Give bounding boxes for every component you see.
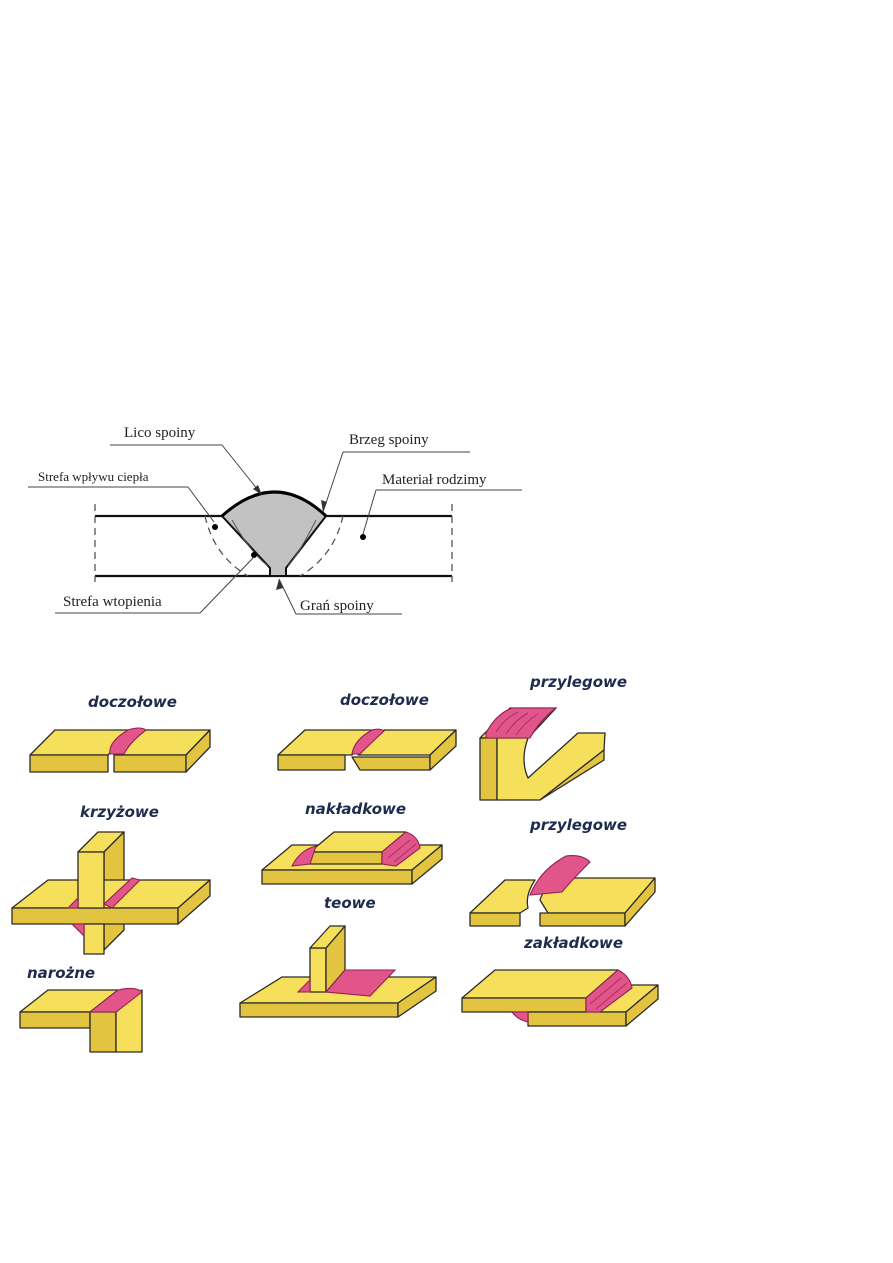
left-plate-front [469, 912, 521, 927]
horizontal-plate-front [11, 907, 179, 925]
weld-cross-section: Lico spoiny Brzeg spoiny Strefa wpływu c… [28, 425, 522, 615]
joint-label: doczołowe [88, 693, 177, 711]
haz-right-curve [299, 515, 344, 577]
plate-right-end [185, 729, 211, 773]
weld-bead-left [291, 845, 317, 867]
weld-bead [324, 969, 397, 997]
joint-zakladkowe: zakładkowe [461, 934, 659, 1027]
joint-przylegowe-1: przylegowe [479, 673, 627, 801]
vertical-plate-front [77, 851, 105, 909]
plate-right-side [113, 754, 187, 773]
weld-ripples [495, 711, 539, 736]
weld-bead [585, 969, 633, 1013]
weld-bead-back [296, 978, 311, 993]
overlay-plate-front [309, 851, 383, 865]
vertical-plate-front [479, 737, 498, 801]
material-dot [360, 534, 366, 540]
joint-label: narożne [27, 964, 95, 982]
haz-dot [212, 524, 218, 530]
right-plate-end [624, 877, 656, 927]
weld-bead-right [381, 831, 421, 867]
plate-left-side [277, 754, 346, 771]
weld-bead-front [103, 877, 142, 909]
weld-face [220, 490, 328, 518]
leader-lico [221, 444, 263, 496]
right-plate-front [539, 912, 626, 927]
bottom-plate-end [625, 984, 659, 1027]
fusion-dot [251, 552, 257, 558]
joint-label: przylegowe [529, 816, 627, 834]
joint-label: zakładkowe [523, 934, 623, 952]
label-strefa-wplywu: Strefa wpływu ciepła [38, 469, 149, 484]
joint-label: doczołowe [340, 691, 429, 709]
leader-gran [278, 578, 297, 615]
base-plate-end [397, 976, 437, 1018]
vertical-plate-front [89, 1011, 117, 1053]
weld-bead [351, 728, 385, 755]
joint-nakladkowe: nakładkowe [261, 800, 443, 885]
arrow-gran [276, 579, 283, 590]
label-gran-spoiny: Grań spoiny [300, 598, 374, 614]
weld-bead [529, 855, 591, 896]
web-plate-top [309, 925, 346, 949]
weld-ripples [387, 839, 417, 863]
joint-teowe: teowe [239, 894, 437, 1018]
weld-bead [485, 707, 558, 739]
bottom-plate-front [527, 1011, 627, 1027]
joint-label: teowe [324, 894, 376, 912]
joint-label: przylegowe [529, 673, 627, 691]
joint-krzyzowe: krzyżowe [11, 803, 211, 955]
label-brzeg-spoiny: Brzeg spoiny [349, 432, 429, 448]
arrow-brzeg [321, 500, 327, 512]
joint-doczolowe-2: doczołowe [277, 691, 457, 771]
vertical-plate-lower [83, 923, 105, 955]
weld-bead [88, 987, 143, 1013]
joint-label: krzyżowe [80, 803, 159, 821]
plate-right-end [429, 729, 457, 771]
joint-label: nakładkowe [305, 800, 406, 818]
base-plate-front [261, 869, 413, 885]
fusion-line [231, 519, 317, 567]
weld-bead [109, 727, 147, 755]
leader-material [362, 489, 377, 535]
top-plate-front [461, 997, 587, 1013]
left-plate [469, 879, 536, 914]
weld-bead-back [66, 896, 79, 909]
leader-wtopienia [199, 556, 255, 614]
label-material-rodzimy: Materiał rodzimy [382, 472, 487, 488]
joint-przylegowe-2: przylegowe [469, 816, 656, 927]
haz-left-curve [204, 515, 249, 577]
leader-strefa-wplywu [187, 486, 215, 523]
plate-right-side [351, 756, 431, 771]
weld-bead-lower [70, 923, 85, 938]
web-plate-front [309, 947, 327, 993]
arrow-lico [253, 485, 262, 495]
weld-ripples [589, 977, 628, 1010]
plate-left-side [29, 754, 109, 773]
label-lico-spoiny: Lico spoiny [124, 425, 196, 441]
base-plate-front [239, 1002, 399, 1018]
horizontal-plate-front [19, 1011, 91, 1029]
joint-narozne: narożne [19, 964, 143, 1053]
label-strefa-wtopienia: Strefa wtopienia [63, 594, 162, 610]
joint-doczolowe-1: doczołowe [29, 693, 211, 773]
horizontal-plate-end [177, 879, 211, 925]
weld-bead-bottom [510, 1011, 529, 1023]
bent-plate-end [539, 749, 605, 801]
base-plate-end [411, 844, 443, 885]
